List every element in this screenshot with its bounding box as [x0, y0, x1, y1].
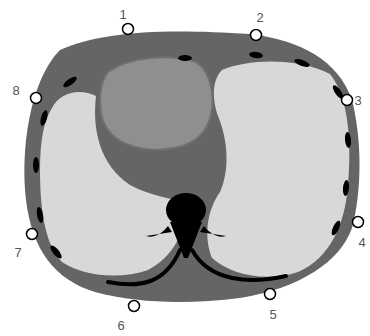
callout-number: 8 — [12, 84, 19, 97]
rib — [33, 51, 352, 260]
spine — [146, 193, 226, 258]
rib-arc — [108, 250, 180, 284]
callout-number: 5 — [269, 308, 276, 321]
electrode — [27, 24, 364, 312]
right-lung — [207, 61, 349, 276]
rib-arc — [192, 250, 286, 280]
body-outline — [24, 31, 359, 302]
callout-number: 2 — [256, 11, 263, 24]
callout-number: 7 — [14, 246, 21, 259]
callout-number: 1 — [119, 8, 126, 21]
callout-number: 4 — [358, 236, 365, 249]
callout-number: 6 — [117, 319, 124, 332]
heart — [100, 57, 212, 150]
callout-number: 3 — [354, 94, 361, 107]
